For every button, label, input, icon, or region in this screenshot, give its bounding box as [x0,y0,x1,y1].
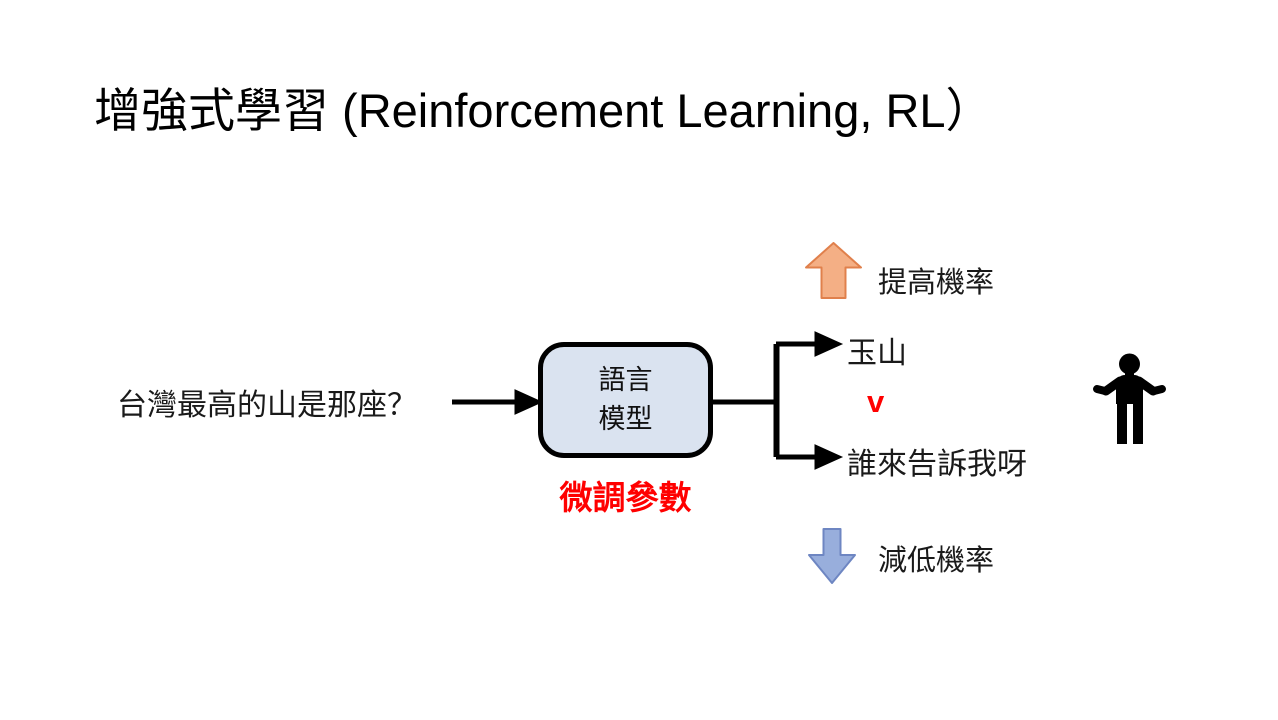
right-arrowhead-icon [814,444,844,470]
connector-group [452,331,844,470]
output-top-text: 玉山 [847,337,907,370]
up-block-arrow-icon [805,242,862,299]
language-model-box: 語言 模型 [538,342,713,458]
output-bottom-text: 誰來告訴我呀 [847,448,1027,481]
decrease-probability-label: 減低機率 [878,545,995,577]
input-question-text: 台灣最高的山是那座？ [117,389,417,422]
down-block-arrow-shape [808,528,856,584]
right-arrowhead-icon [514,389,544,415]
person-arms [1093,376,1166,396]
up-block-arrow-shape [805,242,862,299]
increase-probability-label: 提高機率 [878,267,995,299]
person-head [1119,353,1140,375]
right-arrowhead-icon [814,331,844,357]
person-left-leg [1117,403,1127,444]
finetune-params-label: 微調參數 [559,479,692,516]
slide-title: 增強式學習 (Reinforcement Learning, RL） [94,84,993,137]
person-right-leg [1133,403,1143,444]
person-torso-bottom [1116,391,1143,404]
preference-comparator-v: v [867,384,885,419]
down-block-arrow-icon [808,528,856,584]
person-neck [1125,371,1134,378]
model-box-line1: 語言 [598,364,653,395]
model-box-line2: 模型 [598,404,653,434]
person-shrug-icon [1093,353,1166,444]
